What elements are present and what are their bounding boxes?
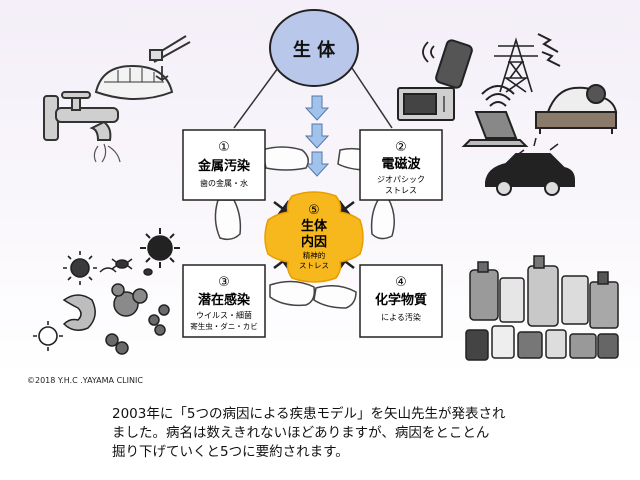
bed-icon — [535, 84, 618, 134]
box-subtitle: ジオパシック — [377, 175, 425, 184]
center-subtitle-line2: ストレス — [299, 261, 329, 270]
connector-lines — [233, 67, 393, 129]
laptop-icon — [461, 111, 529, 147]
virus-icon — [33, 228, 180, 351]
faucet-icon — [43, 91, 121, 163]
box-number: ① — [218, 140, 230, 155]
tweezers-icon — [149, 35, 191, 82]
wifi-icon — [422, 41, 515, 107]
top-node: 生 体 — [269, 9, 359, 87]
box-number: ② — [395, 140, 407, 155]
box-title: 化学物質 — [375, 292, 427, 308]
cause-box-2: ② 電磁波 ジオパシック ストレス — [359, 129, 443, 201]
caption-line-3: 掘り下げていくと5つに要約されます。 — [112, 444, 349, 460]
box-title: 潜在感染 — [198, 292, 251, 308]
copyright-text: ©2018 Y.H.C .YAYAMA CLINIC — [27, 376, 143, 385]
box-title: 金属汚染 — [197, 158, 251, 174]
top-node-label: 生 体 — [293, 39, 336, 61]
caption-line-2: ました。病名は数えきれないほどありますが、病因をとことん — [112, 425, 490, 441]
down-arrow — [304, 151, 330, 177]
cause-box-4: ④ 化学物質 による汚染 — [359, 264, 443, 338]
center-title-line2: 内因 — [301, 234, 327, 250]
bottles-icon — [465, 255, 619, 361]
car-icon — [485, 137, 575, 196]
box-title: 電磁波 — [381, 156, 421, 172]
box-subtitle-2: 寄生虫・ダニ・カビ — [190, 321, 258, 331]
lightning-icon — [537, 33, 561, 67]
center-number: ⑤ — [308, 203, 320, 218]
down-arrows — [304, 95, 330, 177]
center-node: ⑤ 生体 内因 精神的 ストレス — [264, 191, 364, 283]
dentures-icon — [94, 64, 174, 100]
power-tower-icon — [494, 37, 538, 93]
smartphone-icon — [435, 39, 473, 89]
cause-box-3: ③ 潜在感染 ウイルス・細菌 寄生虫・ダニ・カビ — [182, 264, 266, 338]
box-subtitle: ウイルス・細菌 — [196, 310, 252, 320]
box-subtitle-2: ストレス — [385, 186, 417, 195]
mite-icon — [111, 258, 153, 276]
down-arrow — [304, 123, 330, 149]
down-arrow — [304, 95, 330, 121]
box-number: ③ — [218, 275, 230, 290]
hands-icon — [214, 146, 395, 309]
box-subtitle: 歯の金属・水 — [200, 178, 248, 188]
center-title-line1: 生体 — [301, 218, 328, 234]
center-subtitle-line1: 精神的 — [303, 250, 326, 260]
box-number: ④ — [395, 275, 407, 290]
cause-box-1: ① 金属汚染 歯の金属・水 — [182, 129, 266, 201]
microwave-icon — [397, 87, 455, 121]
bacteria-icon — [62, 267, 170, 355]
caption-line-1: 2003年に「5つの病因による疾患モデル」を矢山先生が発表され — [112, 406, 506, 422]
box-subtitle: による汚染 — [381, 312, 421, 322]
